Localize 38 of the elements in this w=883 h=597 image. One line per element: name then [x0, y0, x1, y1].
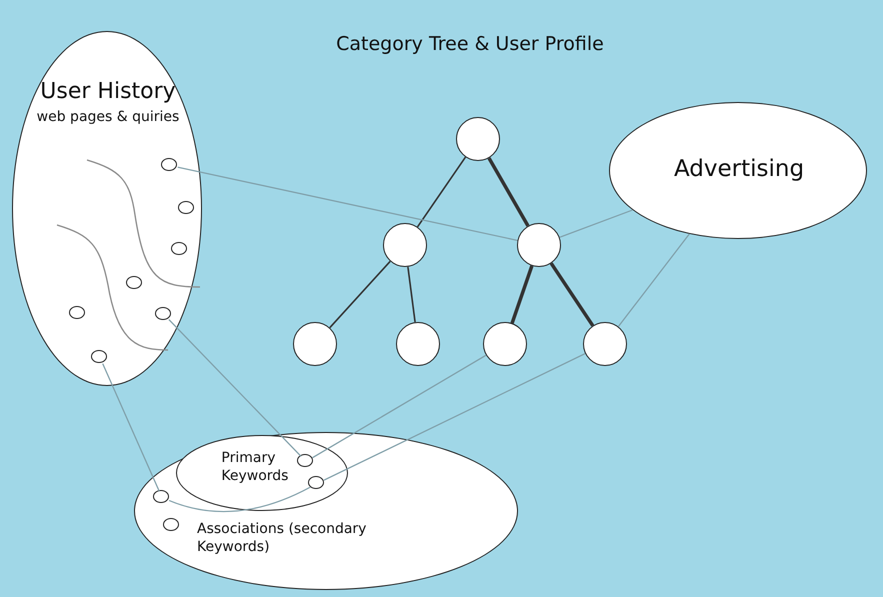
node-subtitle: web pages & quiries: [36, 109, 180, 126]
circle-node: [396, 322, 440, 366]
circle-node: [171, 242, 188, 256]
circle-node: [383, 223, 427, 267]
circle-node: [583, 322, 627, 366]
connector-line: [550, 262, 594, 327]
circle-node: [178, 201, 194, 214]
node-label: Primary Keywords: [221, 450, 290, 486]
diagram-title: Category Tree & User Profile: [335, 33, 605, 55]
circle-node: [69, 306, 86, 320]
node-heading: User History: [39, 78, 177, 106]
connector-line: [312, 354, 486, 458]
connector-line: [559, 209, 633, 238]
connector-line: [168, 486, 311, 512]
node-label: Associations (secondary Keywords): [197, 521, 368, 556]
connector-line: [102, 363, 160, 492]
circle-node: [155, 307, 172, 320]
connector-line: [416, 156, 466, 228]
node-label: Advertising: [672, 155, 806, 184]
circle-node: [153, 490, 170, 504]
circle-node: [296, 454, 313, 467]
circle-node: [456, 117, 500, 161]
circle-node: [517, 223, 561, 267]
connector-line: [487, 157, 530, 227]
circle-node: [293, 322, 337, 366]
connector-line: [510, 265, 534, 324]
circle-node: [126, 276, 142, 290]
circle-node: [91, 350, 108, 364]
circle-node: [161, 158, 178, 172]
connector-line: [407, 266, 416, 322]
connector-line: [329, 260, 391, 328]
circle-node: [308, 476, 324, 489]
connector-line: [168, 319, 302, 457]
circle-node: [163, 518, 180, 532]
connector-line: [324, 353, 586, 481]
circle-node: [483, 322, 527, 366]
connector-line: [178, 166, 518, 241]
connector-line: [618, 234, 690, 327]
